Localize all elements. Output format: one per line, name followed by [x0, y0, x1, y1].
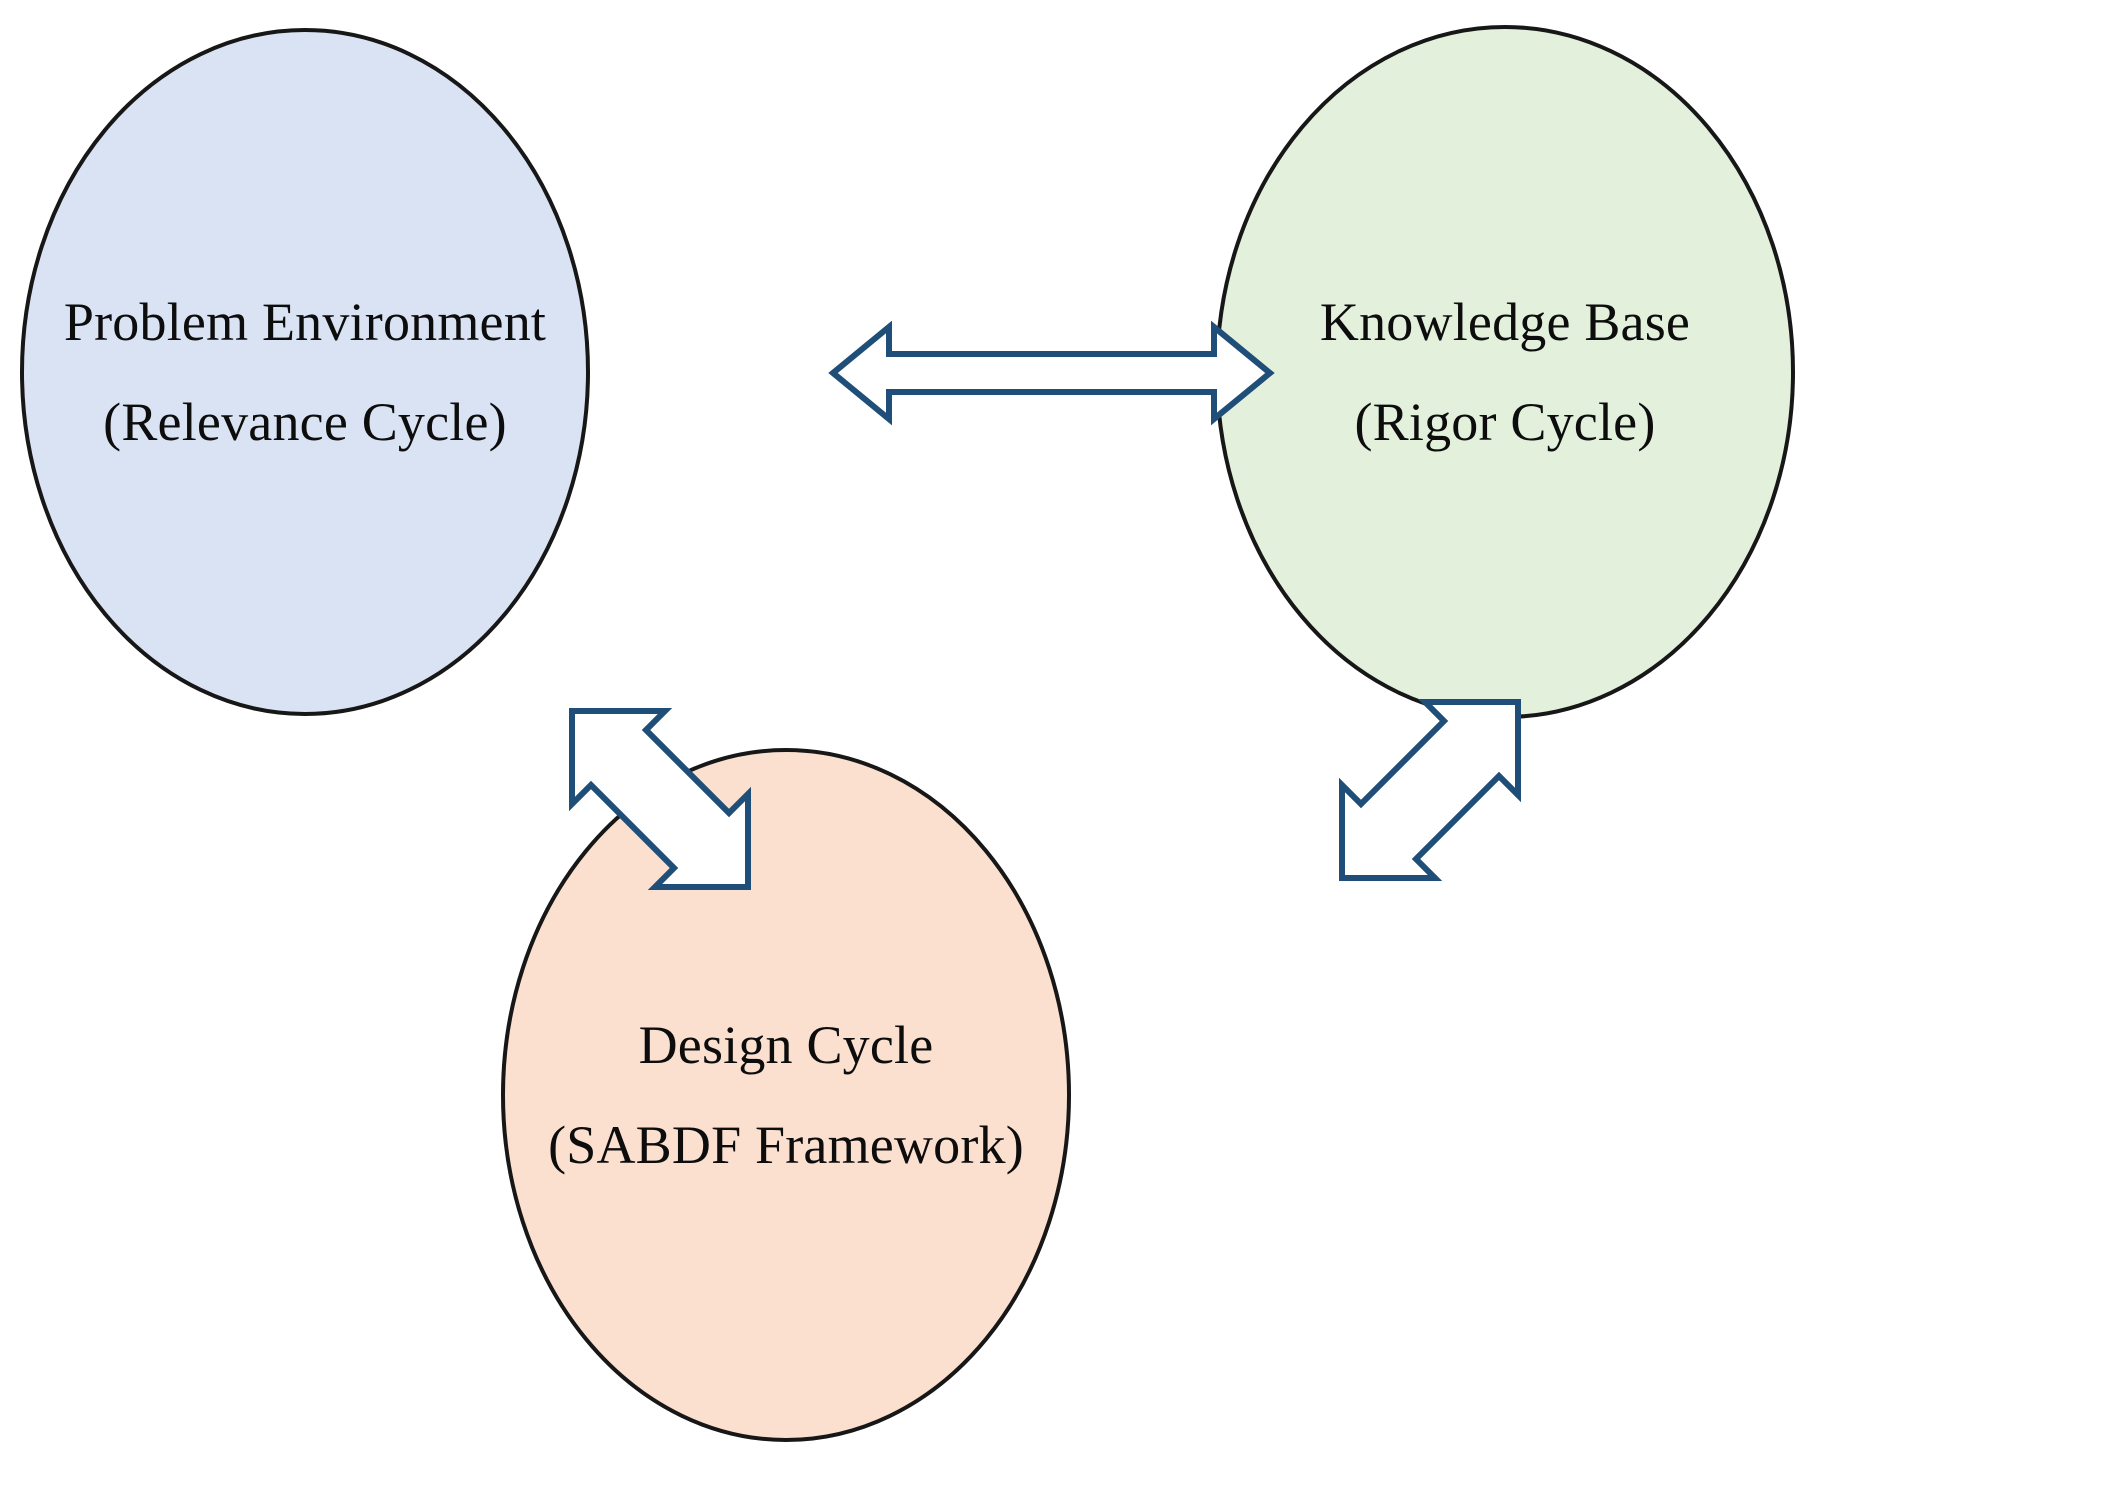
node-problem-environment[interactable] — [20, 28, 590, 716]
connector-relevance-rigor-arrow[interactable] — [828, 320, 1275, 426]
connector-relevance-design-arrow[interactable] — [569, 708, 751, 890]
node-knowledge-base[interactable] — [1215, 25, 1795, 719]
node-design-cycle[interactable] — [501, 748, 1071, 1442]
connector-rigor-design-arrow[interactable] — [1339, 699, 1521, 881]
